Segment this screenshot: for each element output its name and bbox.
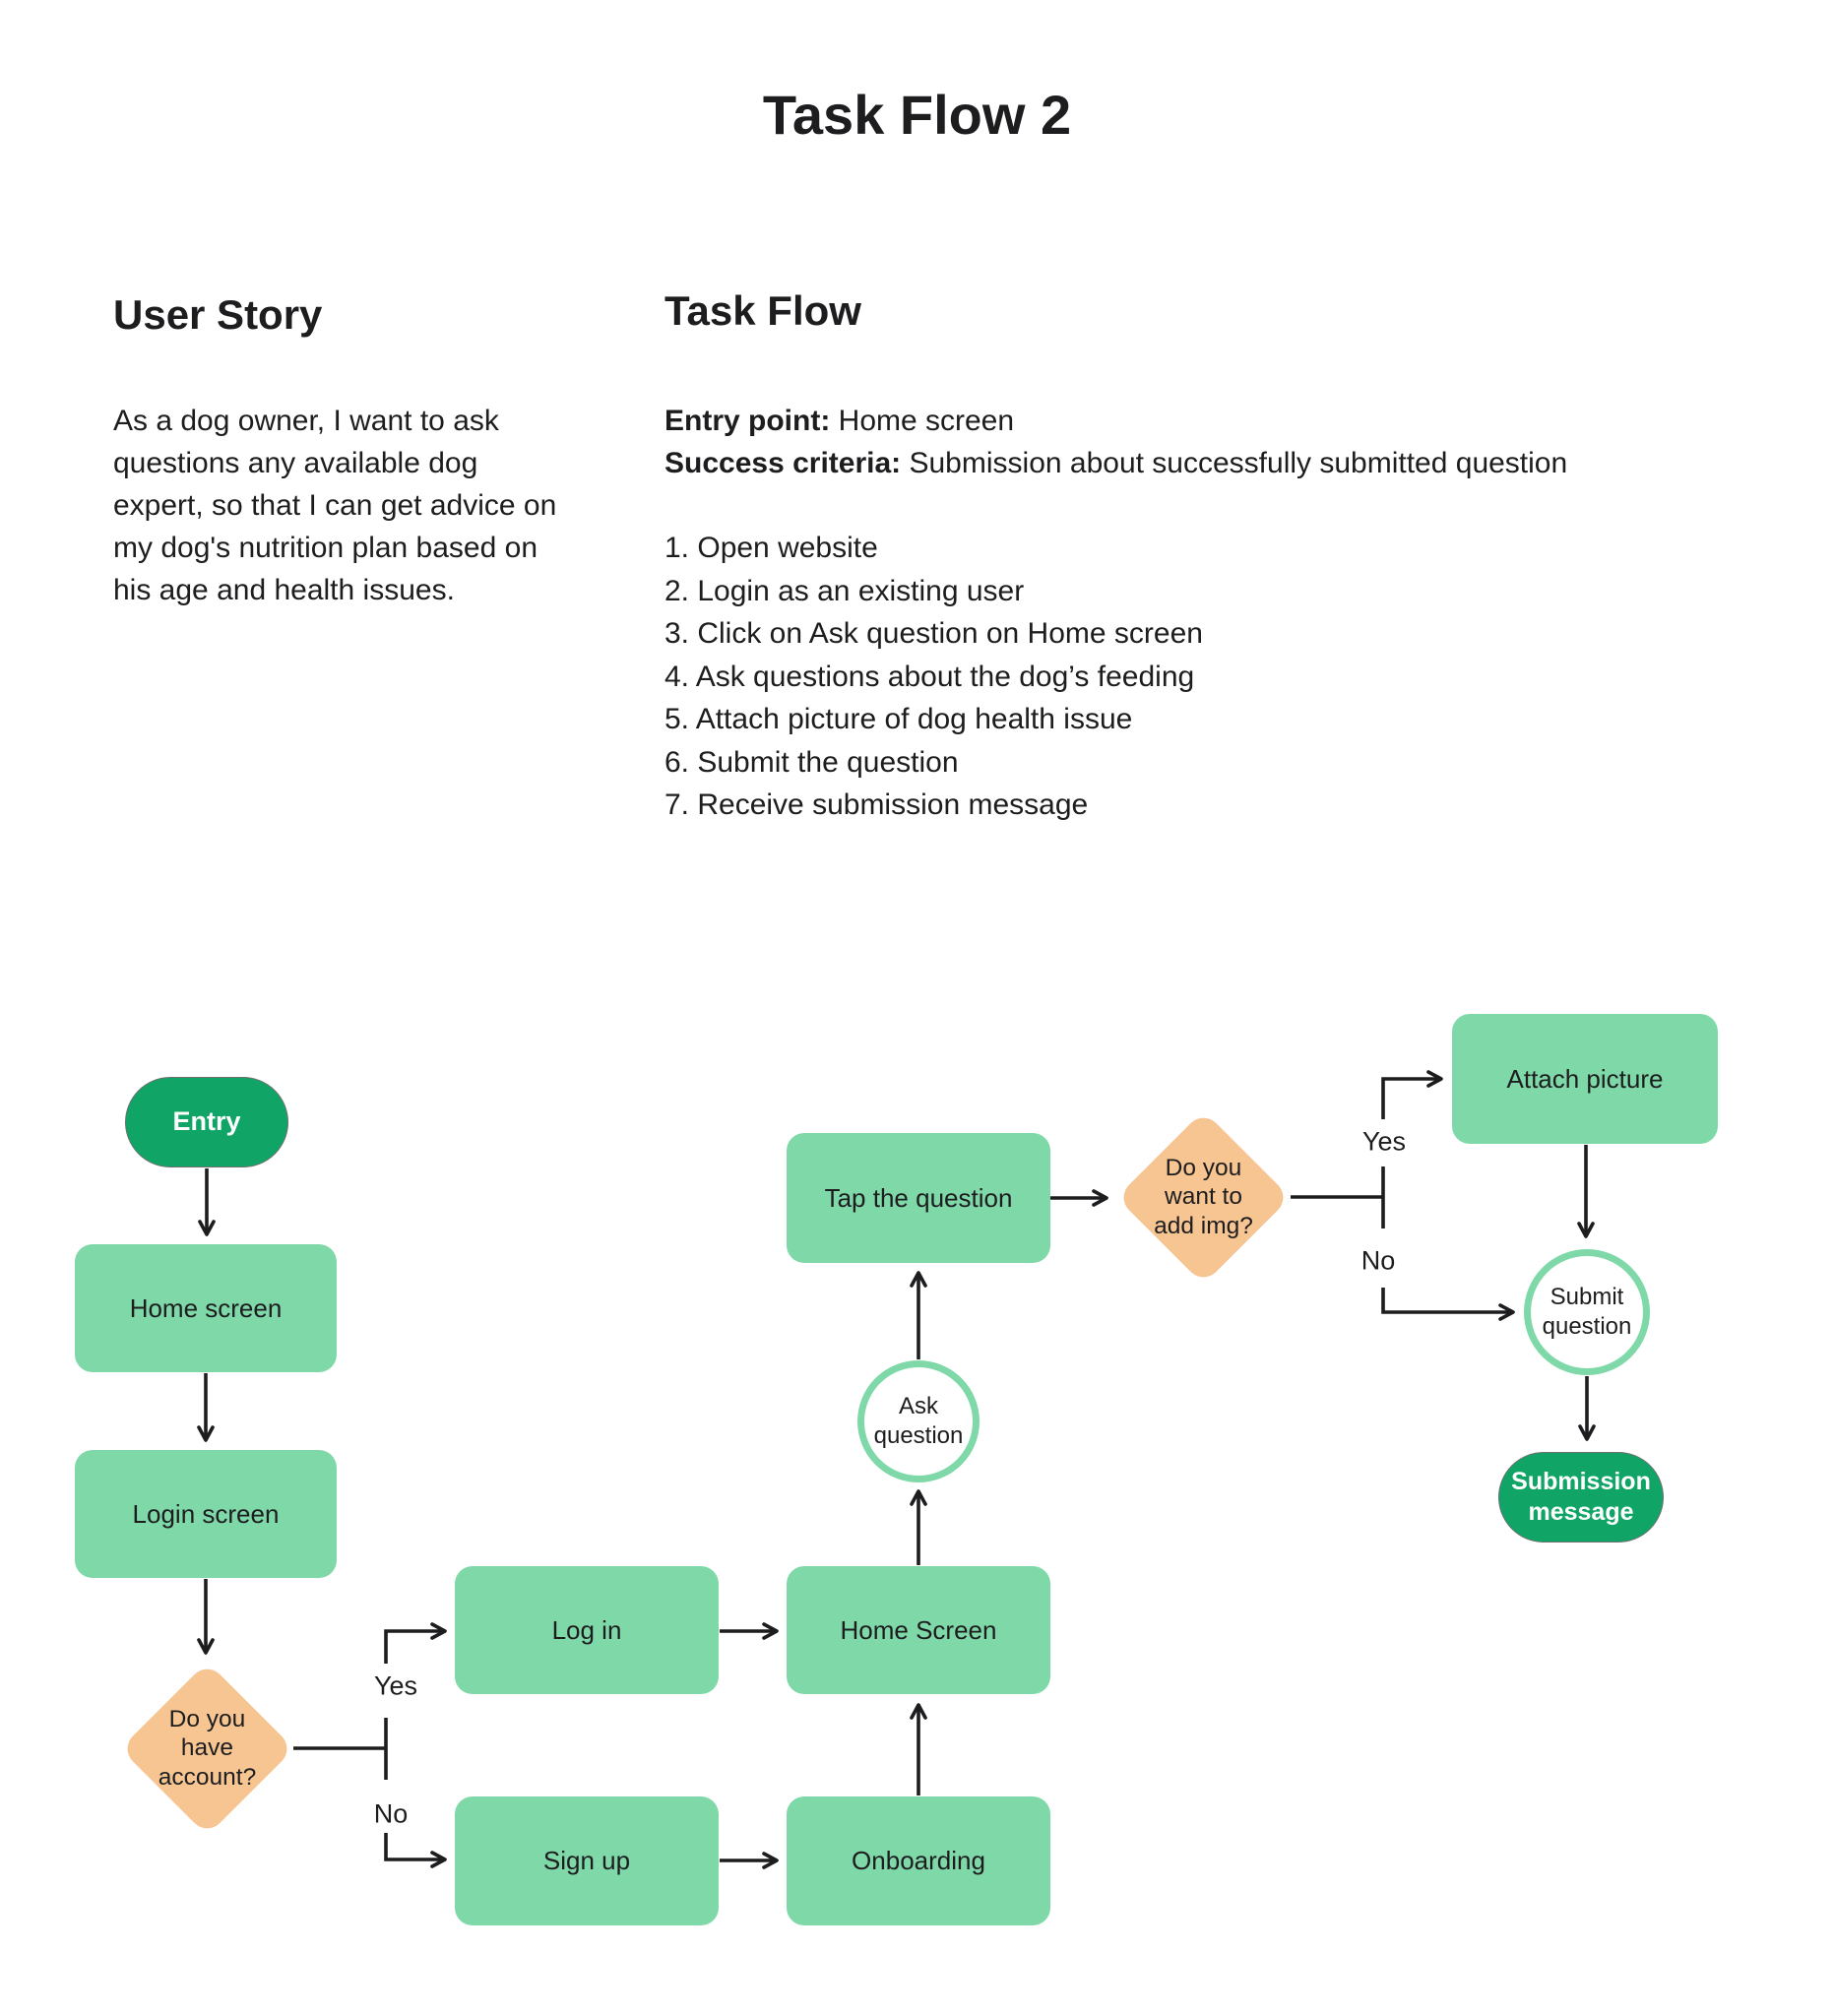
edge-label-no-account: No bbox=[373, 1798, 409, 1829]
entry-point-value: Home screen bbox=[830, 405, 1015, 437]
user-story-body: As a dog owner, I want to ask questions … bbox=[113, 405, 557, 606]
node-sign-up: Sign up bbox=[455, 1796, 719, 1925]
node-login-screen: Login screen bbox=[75, 1450, 337, 1578]
account-decision-label: Do you have account? bbox=[158, 1705, 257, 1792]
edge-no-signup-action bbox=[384, 1833, 447, 1868]
task-flow-heading: Task Flow bbox=[664, 287, 861, 334]
node-entry: Entry bbox=[125, 1077, 288, 1167]
page-title: Task Flow 2 bbox=[762, 84, 1072, 146]
edge-label-yes-img: Yes bbox=[1361, 1126, 1407, 1157]
edge-yes-attach-picture bbox=[1381, 1070, 1443, 1119]
edge-yes-login-action bbox=[384, 1622, 447, 1664]
task-flow-step: 4. Ask questions about the dog’s feeding bbox=[664, 660, 1195, 693]
node-add-img-decision: Do you want to add img? bbox=[1116, 1110, 1291, 1285]
user-story-heading: User Story bbox=[113, 291, 323, 338]
node-account-decision: Do you have account? bbox=[120, 1662, 294, 1836]
node-tap-question: Tap the question bbox=[787, 1133, 1050, 1263]
task-flow-step: 5. Attach picture of dog health issue bbox=[664, 703, 1133, 735]
add-img-decision-label: Do you want to add img? bbox=[1154, 1154, 1253, 1240]
entry-point-label: Entry point: bbox=[664, 405, 831, 437]
node-home-screen: Home screen bbox=[75, 1244, 337, 1372]
edge-no-submit-question bbox=[1381, 1288, 1515, 1321]
node-log-in: Log in bbox=[455, 1566, 719, 1694]
entry-point-line: Entry point: Home screen bbox=[664, 400, 1777, 442]
node-submission-message: Submission message bbox=[1498, 1452, 1664, 1543]
edge-label-no-img: No bbox=[1360, 1245, 1396, 1276]
node-home-screen-2: Home Screen bbox=[787, 1566, 1050, 1694]
success-criteria-value: Submission about successfully submitted … bbox=[901, 447, 1568, 479]
task-flow-step: 6. Submit the question bbox=[664, 745, 959, 779]
success-criteria-label: Success criteria: bbox=[664, 447, 902, 479]
success-criteria-line: Success criteria: Submission about succe… bbox=[664, 442, 1777, 484]
node-onboarding: Onboarding bbox=[787, 1796, 1050, 1925]
task-flow-steps: 1. Open website 2. Login as an existing u… bbox=[664, 527, 1203, 827]
node-attach-picture: Attach picture bbox=[1452, 1014, 1718, 1144]
edge-label-yes-account: Yes bbox=[373, 1670, 418, 1701]
task-flow-step: 7. Receive submission message bbox=[664, 788, 1089, 821]
task-flow-step: 3. Click on Ask question on Home screen bbox=[664, 617, 1203, 650]
task-flow-step: 1. Open website bbox=[664, 532, 878, 564]
node-submit-question: Submit question bbox=[1524, 1249, 1650, 1375]
task-flow-step: 2. Login as an existing user bbox=[664, 574, 1025, 607]
task-flow-info: Entry point: Home screen Success criteri… bbox=[664, 400, 1777, 484]
node-ask-question: Ask question bbox=[857, 1360, 980, 1482]
